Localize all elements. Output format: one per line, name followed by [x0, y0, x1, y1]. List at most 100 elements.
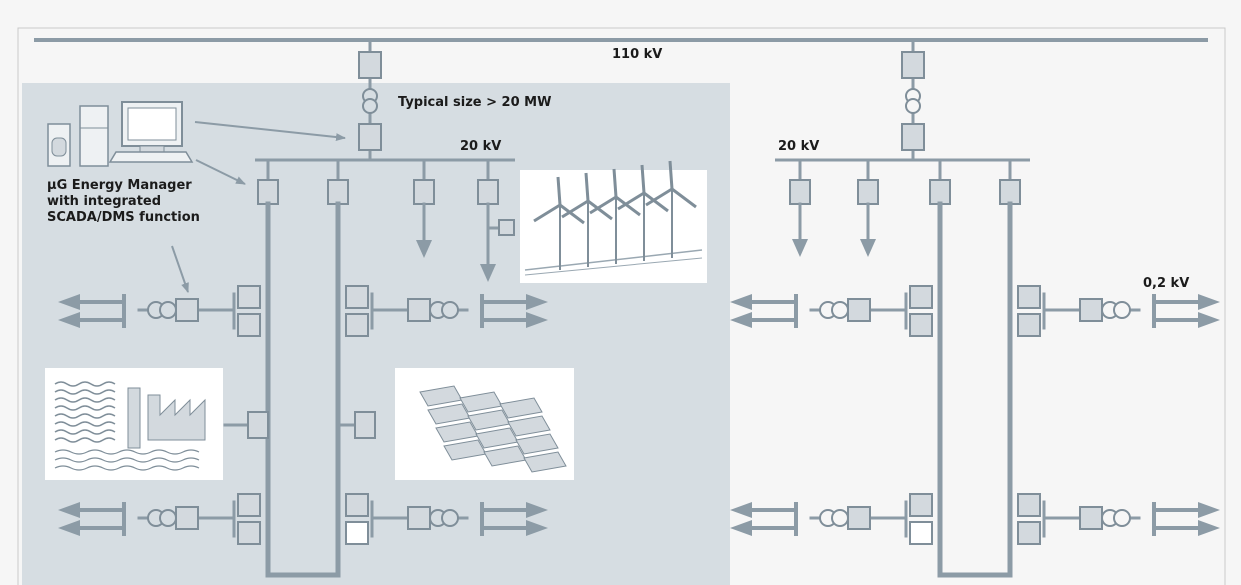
switchgear-box — [257, 179, 279, 205]
wind-turbine — [533, 176, 585, 270]
transformer-icon — [147, 301, 177, 319]
switchgear-box — [345, 313, 369, 337]
switchgear-box — [857, 179, 879, 205]
water-wave — [54, 429, 116, 435]
manager-line-2: with integrated — [47, 194, 161, 209]
switchgear-box — [175, 298, 199, 322]
load-arrow — [526, 520, 548, 536]
switchgear-box — [1017, 521, 1041, 545]
switchgear-box — [929, 179, 951, 205]
manager-line-1: μG Energy Manager — [47, 178, 192, 193]
water-wave — [54, 381, 116, 387]
switchgear-box — [477, 179, 499, 205]
water-wave — [54, 421, 116, 427]
transformer-icon — [819, 509, 849, 527]
solar-panel — [515, 433, 559, 455]
switchgear-box — [1017, 285, 1041, 309]
water-wave — [54, 437, 116, 443]
switchgear-box — [909, 493, 933, 517]
switchgear-box — [345, 493, 369, 517]
load-arrow — [526, 502, 548, 518]
transformer-icon — [1101, 301, 1131, 319]
load-arrow-down — [792, 239, 808, 257]
switchgear-box — [237, 521, 261, 545]
load-arrow — [730, 294, 752, 310]
mv-right-label: 20 kV — [778, 139, 819, 154]
transformer-icon — [429, 509, 459, 527]
solar-panel — [499, 397, 543, 419]
switchgear-box — [327, 179, 349, 205]
transformer-icon — [819, 301, 849, 319]
switchgear-box — [847, 506, 871, 530]
solar-panel — [507, 415, 551, 437]
switchgear-box — [237, 493, 261, 517]
transformer-icon — [147, 509, 177, 527]
switchgear-box — [407, 298, 431, 322]
switchgear-box — [909, 285, 933, 309]
load-arrow — [1198, 502, 1220, 518]
switchgear-box — [1017, 313, 1041, 337]
wind-turbine — [561, 172, 613, 267]
mv-left-label: 20 kV — [460, 139, 501, 154]
wind-turbine — [589, 168, 641, 264]
load-arrow — [526, 294, 548, 310]
load-arrow — [730, 312, 752, 328]
load-arrow-down — [860, 239, 876, 257]
typical-size-label: Typical size > 20 MW — [398, 95, 551, 110]
water-wave — [54, 413, 116, 419]
load-arrow — [1198, 294, 1220, 310]
load-arrow — [1198, 520, 1220, 536]
switchgear-box — [175, 506, 199, 530]
switchgear-box — [1017, 493, 1041, 517]
solar-panel — [523, 451, 567, 473]
arrow-to-substation — [194, 121, 346, 142]
load-arrow — [526, 312, 548, 328]
switchgear-box — [354, 411, 376, 439]
hydro-industry-icon — [45, 368, 223, 480]
microgrid-area — [22, 83, 730, 585]
load-arrow — [730, 520, 752, 536]
transformer-icon — [429, 301, 459, 319]
right-hv-feeder — [901, 40, 925, 160]
load-arrow — [58, 502, 80, 518]
arrow-to-feeder — [195, 159, 246, 185]
switchgear-box — [847, 298, 871, 322]
water-wave — [54, 405, 116, 411]
load-arrow — [730, 502, 752, 518]
load-arrow-down — [416, 240, 432, 258]
switchgear-box — [345, 521, 369, 545]
switchgear-box — [909, 313, 933, 337]
wind-farm-icon — [520, 170, 707, 283]
switchgear-box — [237, 313, 261, 337]
water-wave — [54, 389, 116, 395]
wind-turbine — [617, 164, 669, 261]
water-wave — [54, 397, 116, 403]
switchgear-box — [909, 521, 933, 545]
left-hv-feeder — [358, 40, 382, 160]
transformer-icon — [1101, 509, 1131, 527]
lv-label: 0,2 kV — [1143, 276, 1189, 291]
switchgear-box — [999, 179, 1021, 205]
switchgear-box — [345, 285, 369, 309]
manager-line-3: SCADA/DMS function — [47, 210, 200, 225]
switchgear-box — [1079, 298, 1103, 322]
switchgear-box — [498, 219, 515, 236]
switchgear-box — [789, 179, 811, 205]
switchgear-box — [407, 506, 431, 530]
load-arrow — [58, 312, 80, 328]
wind-turbine — [645, 160, 697, 258]
arrow-to-lv-switch — [171, 245, 189, 293]
switchgear-box — [237, 285, 261, 309]
load-arrow — [1198, 312, 1220, 328]
switchgear-box — [1079, 506, 1103, 530]
water-wave — [54, 449, 200, 455]
switchgear-box — [413, 179, 435, 205]
load-arrow — [58, 294, 80, 310]
switchgear-box — [247, 411, 269, 439]
water-wave — [54, 457, 200, 463]
computer-workstation-icon — [47, 101, 194, 167]
water-wave — [54, 465, 200, 471]
hv-bus-label: 110 kV — [612, 47, 662, 62]
